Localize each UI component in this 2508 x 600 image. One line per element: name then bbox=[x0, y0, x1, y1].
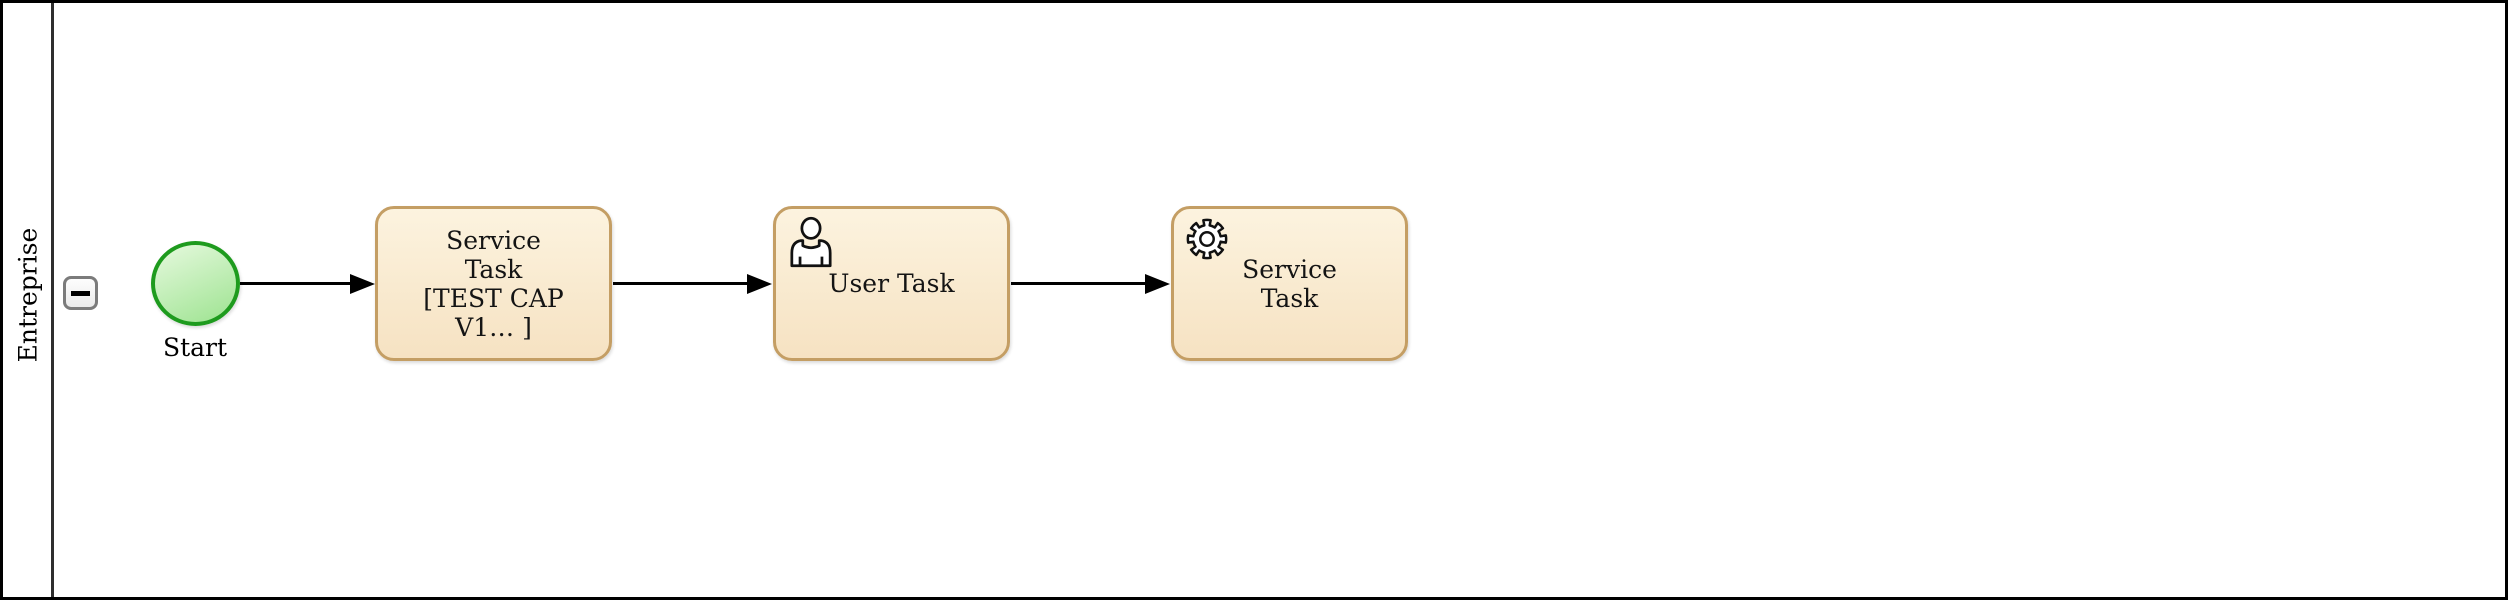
task-label-line: Task bbox=[1260, 283, 1319, 313]
sequence-flow-user-to-service2[interactable] bbox=[1011, 282, 1145, 285]
user-task[interactable]: User Task bbox=[773, 206, 1010, 361]
task-label-line: Service bbox=[1242, 254, 1337, 284]
service-task-1[interactable]: Service Task [TEST CAP V1… ] bbox=[375, 206, 612, 361]
arrowhead-icon bbox=[350, 274, 375, 294]
task-label-line: [TEST CAP bbox=[423, 283, 564, 313]
sequence-flow-start-to-service1[interactable] bbox=[240, 282, 350, 285]
pool-label: Entreprise bbox=[13, 227, 43, 363]
pool-lane-header[interactable] bbox=[3, 3, 54, 597]
start-event-label: Start bbox=[162, 333, 228, 362]
sequence-flow-service1-to-user[interactable] bbox=[613, 282, 747, 285]
task-label-line: Task bbox=[464, 254, 523, 284]
minus-icon bbox=[71, 290, 90, 296]
user-icon bbox=[790, 216, 832, 268]
task-label-line: V1… ] bbox=[455, 312, 532, 342]
task-label-line: Service bbox=[446, 225, 541, 255]
service-task-2[interactable]: Service Task bbox=[1171, 206, 1408, 361]
collapse-pool-button[interactable] bbox=[63, 276, 98, 310]
arrowhead-icon bbox=[747, 274, 772, 294]
gear-icon bbox=[1186, 218, 1228, 260]
start-event[interactable] bbox=[151, 241, 240, 326]
task-label: User Task bbox=[828, 269, 955, 298]
arrowhead-icon bbox=[1145, 274, 1170, 294]
